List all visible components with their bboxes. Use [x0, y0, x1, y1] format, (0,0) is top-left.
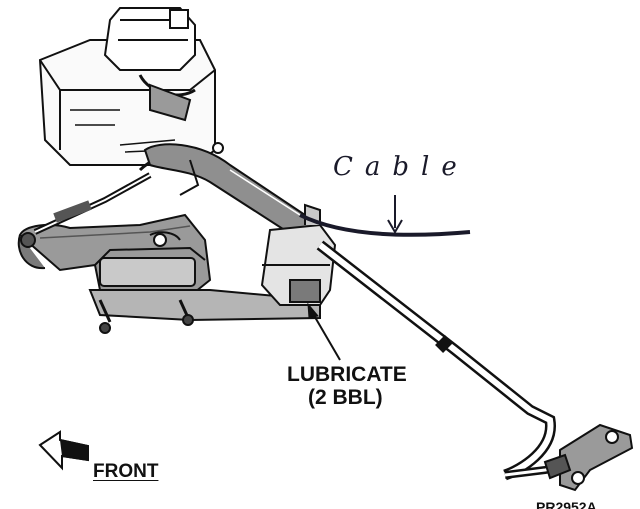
handwritten-cable-mark — [299, 195, 471, 237]
cable-bracket — [260, 203, 337, 306]
linkage-bracket — [17, 213, 321, 334]
cable-end-fitting — [543, 423, 634, 492]
lubricate-leader — [307, 302, 341, 361]
figure-part-number: PR2952A — [536, 499, 597, 509]
throttle-cable — [316, 240, 576, 481]
left-arrow-icon — [38, 430, 89, 471]
lubricate-callout-sub: (2 BBL) — [308, 386, 383, 409]
handwritten-cable-label: Cable — [333, 152, 469, 182]
lubricate-callout: LUBRICATE — [287, 363, 407, 386]
front-direction-label: FRONT — [93, 461, 159, 482]
carburetor — [38, 7, 216, 166]
